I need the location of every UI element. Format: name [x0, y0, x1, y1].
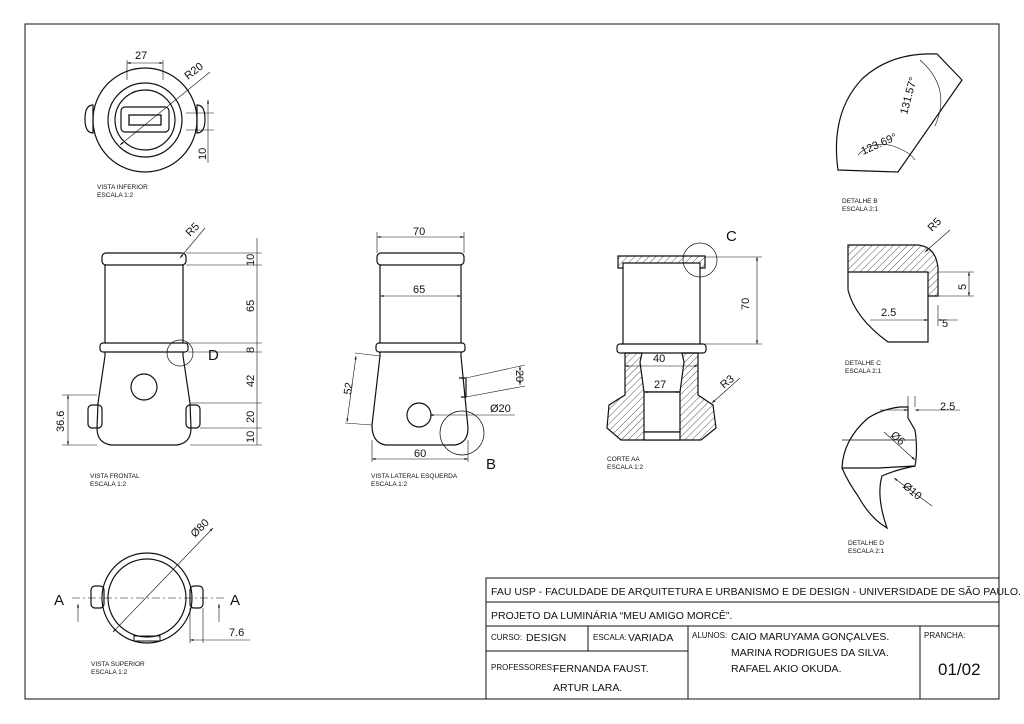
- corte-dim-r3: R3: [718, 373, 736, 391]
- lateral-scale: ESCALA 1:2: [371, 481, 408, 488]
- section-mark-a-right: A: [230, 592, 240, 609]
- frontal-dim-8: 8: [245, 347, 257, 353]
- detalhe-b-scale: ESCALA 2:1: [842, 206, 879, 213]
- alunos-label: ALUNOS:: [692, 631, 727, 640]
- vista-superior: [72, 552, 225, 644]
- frontal-scale: ESCALA 1:2: [90, 481, 127, 488]
- frontal-dimension-lines: [62, 227, 262, 446]
- frontal-dim-10-bottom: 10: [245, 431, 257, 443]
- frontal-label: VISTA FRONTAL: [90, 473, 140, 480]
- lateral-dim-60: 60: [414, 448, 426, 460]
- institution-text: FAU USP - FACULDADE DE ARQUITETURA E URB…: [491, 585, 1021, 598]
- vista-frontal: [87, 252, 201, 446]
- frontal-dim-r5: R5: [184, 221, 202, 239]
- superior-dim-7-6: 7.6: [229, 627, 244, 639]
- corte-dim-40: 40: [653, 353, 665, 365]
- detalhe-d-dim-d10: Ø10: [900, 480, 924, 503]
- corte-dimension-lines: [625, 256, 762, 404]
- lateral-dim-20: 20: [513, 370, 525, 382]
- detalhe-c: [847, 244, 939, 343]
- superior-dim-d80: Ø80: [189, 517, 212, 540]
- detalhe-b-label: DETALHE B: [842, 198, 878, 205]
- title-block: [485, 577, 1000, 700]
- detalhe-c-dim-5-horizontal: 5: [942, 318, 948, 330]
- escala-label: ESCALA:: [593, 633, 627, 642]
- inferior-label: VISTA INFERIOR: [97, 184, 148, 191]
- lateral-dim-52: 52: [342, 382, 356, 396]
- detalhe-c-label: DETALHE C: [845, 360, 881, 367]
- aluno-2: MARINA RODRIGUES DA SILVA.: [731, 647, 889, 659]
- aluno-1: CAIO MARUYAMA GONÇALVES.: [731, 631, 889, 643]
- professor-1: FERNANDA FAUST.: [553, 663, 649, 675]
- frontal-dim-36-6: 36.6: [55, 411, 67, 432]
- detalhe-c-dim-5-vertical: 5: [957, 284, 969, 290]
- detalhe-b-dim-123-69: 123.69°: [859, 131, 899, 157]
- lateral-dim-65: 65: [413, 284, 425, 296]
- detalhe-c-dim-r5: R5: [926, 216, 944, 234]
- frontal-callout-d: D: [208, 347, 219, 364]
- detalhe-d: [841, 406, 918, 530]
- detalhe-d-dim-2-5: 2.5: [940, 401, 955, 413]
- superior-scale: ESCALA 1:2: [91, 669, 128, 676]
- corte-dim-27: 27: [654, 379, 666, 391]
- corte-scale: ESCALA 1:2: [607, 464, 644, 471]
- prancha-label: PRANCHA:: [924, 631, 965, 640]
- detalhe-c-dim-2-5: 2.5: [881, 307, 896, 319]
- section-mark-a-left: A: [54, 592, 64, 609]
- detalhe-d-dim-d6: Ø6: [888, 429, 907, 448]
- lateral-dim-d20: Ø20: [490, 403, 511, 415]
- detalhe-d-dimension-lines: [880, 396, 960, 507]
- prancha-value: 01/02: [938, 660, 981, 679]
- project-text: PROJETO DA LUMINÁRIA “MEU AMIGO MORCÊ”.: [491, 609, 732, 622]
- detalhe-b: [835, 53, 963, 173]
- detalhe-d-label: DETALHE D: [848, 540, 884, 547]
- detalhe-b-dim-131-57: 131.57°: [898, 76, 919, 116]
- curso-value: DESIGN: [526, 632, 566, 644]
- detalhe-c-dimension-lines: [870, 229, 974, 326]
- corte-aa: [606, 242, 718, 441]
- detalhe-c-scale: ESCALA 2:1: [845, 368, 882, 375]
- corte-callout-c: C: [726, 228, 737, 245]
- lateral-dim-70: 70: [413, 226, 425, 238]
- corte-dim-70: 70: [740, 298, 752, 310]
- vista-lateral: [371, 252, 485, 456]
- inferior-dim-27: 27: [135, 50, 147, 62]
- frontal-dim-10-top: 10: [245, 254, 257, 266]
- superior-label: VISTA SUPERIOR: [91, 661, 145, 668]
- inferior-scale: ESCALA 1:2: [97, 192, 134, 199]
- professor-2: ARTUR LARA.: [553, 682, 622, 694]
- corte-label: CORTE AA: [607, 456, 640, 463]
- superior-dimension-lines: [76, 527, 250, 643]
- frontal-dim-42: 42: [245, 375, 257, 387]
- lateral-dimension-lines: [344, 232, 526, 462]
- frontal-dim-20: 20: [245, 411, 257, 423]
- vista-inferior: [84, 60, 214, 173]
- curso-label: CURSO:: [491, 633, 522, 642]
- escala-value: VARIADA: [628, 632, 673, 644]
- inferior-dim-10: 10: [197, 148, 209, 160]
- detalhe-d-scale: ESCALA 2:1: [848, 548, 885, 555]
- aluno-3: RAFAEL AKIO OKUDA.: [731, 663, 841, 675]
- professores-label: PROFESSORES:: [491, 663, 554, 672]
- frontal-dim-65: 65: [245, 300, 257, 312]
- lateral-label: VISTA LATERAL ESQUERDA: [371, 473, 458, 480]
- inferior-dim-r20: R20: [182, 60, 205, 82]
- lateral-callout-b: B: [486, 456, 496, 473]
